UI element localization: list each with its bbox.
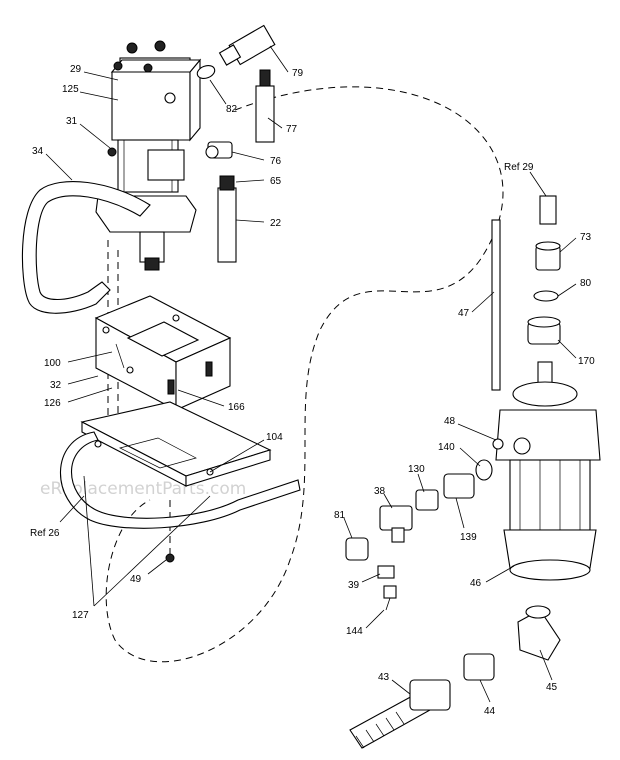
part-144 <box>383 585 397 611</box>
part-140 <box>475 459 493 481</box>
label-80: 80 <box>580 278 592 289</box>
part-73 <box>535 241 561 271</box>
part-45-elbow <box>517 605 561 661</box>
part-76 <box>205 141 233 159</box>
label-ref-26: Ref 26 <box>30 528 60 539</box>
label-82: 82 <box>226 104 238 115</box>
part-48 <box>492 438 504 450</box>
label-44: 44 <box>484 706 496 717</box>
label-144: 144 <box>346 626 363 637</box>
label-126: 126 <box>44 398 61 409</box>
part-44 <box>463 653 495 681</box>
label-39: 39 <box>348 580 360 591</box>
label-65: 65 <box>270 176 282 187</box>
part-170 <box>527 316 561 345</box>
label-31: 31 <box>66 116 78 127</box>
part-39 <box>377 565 395 579</box>
label-38: 38 <box>374 486 386 497</box>
pump-body <box>495 361 601 581</box>
ref-29-fitting <box>539 195 557 225</box>
part-47-rod <box>491 219 501 391</box>
part-77 <box>255 69 275 143</box>
watermark: eReplacementParts.com <box>40 479 246 499</box>
label-139: 139 <box>460 532 477 543</box>
motor-assembly <box>95 40 202 271</box>
label-127: 127 <box>72 610 89 621</box>
alignment-dashed-line <box>105 86 504 663</box>
label-166: 166 <box>228 402 245 413</box>
part-43-hose <box>349 679 451 749</box>
label-45: 45 <box>546 682 558 693</box>
part-130 <box>415 489 439 511</box>
label-47: 47 <box>458 308 470 319</box>
label-104: 104 <box>266 432 283 443</box>
label-29: 29 <box>70 64 82 75</box>
label-140: 140 <box>438 442 455 453</box>
part-80 <box>533 290 559 302</box>
part-22 <box>217 175 237 263</box>
label-22: 22 <box>270 218 282 229</box>
part-79 <box>218 24 276 66</box>
label-43: 43 <box>378 672 390 683</box>
label-76: 76 <box>270 156 282 167</box>
label-ref-29: Ref 29 <box>504 162 534 173</box>
base-frame <box>60 401 301 563</box>
label-77: 77 <box>286 124 298 135</box>
label-49: 49 <box>130 574 142 585</box>
label-46: 46 <box>470 578 482 589</box>
label-125: 125 <box>62 84 79 95</box>
label-130: 130 <box>408 464 425 475</box>
part-labels: 29 125 31 34 79 82 77 76 65 22 Ref 29 73… <box>30 64 595 717</box>
part-82 <box>196 65 216 79</box>
label-48: 48 <box>444 416 456 427</box>
handle <box>21 181 151 314</box>
leader-lines <box>45 45 577 703</box>
bracket <box>94 295 232 411</box>
part-38 <box>379 505 413 543</box>
label-32: 32 <box>50 380 62 391</box>
part-139 <box>443 473 475 499</box>
label-100: 100 <box>44 358 61 369</box>
label-79: 79 <box>292 68 304 79</box>
label-34: 34 <box>32 146 44 157</box>
label-81: 81 <box>334 510 346 521</box>
part-81 <box>345 537 369 561</box>
label-73: 73 <box>580 232 592 243</box>
label-170: 170 <box>578 356 595 367</box>
